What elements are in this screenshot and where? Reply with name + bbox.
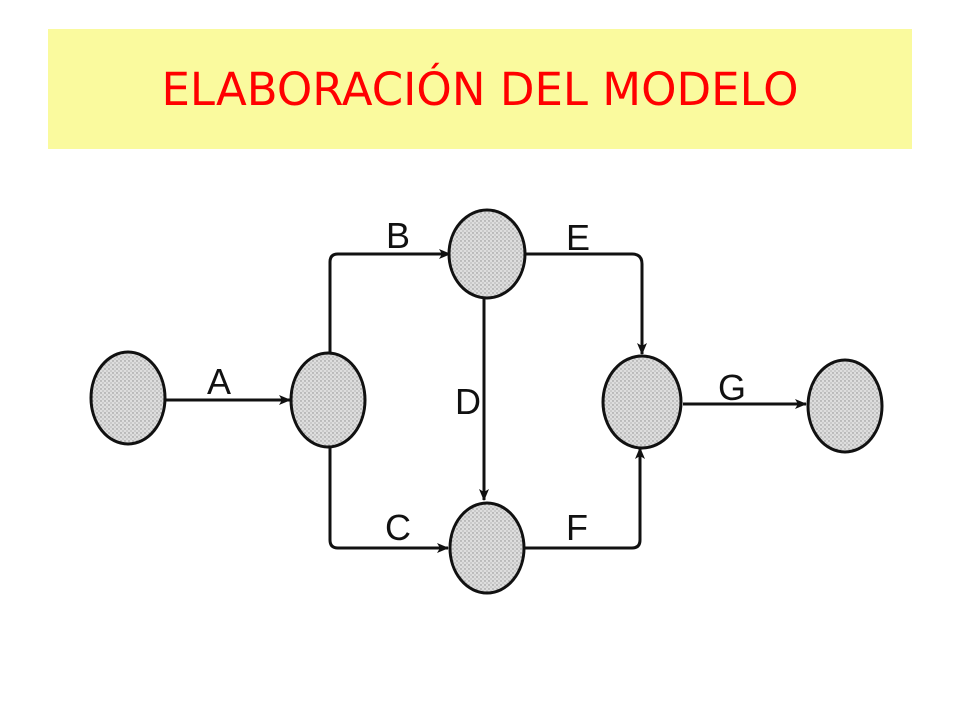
- nodes: [89, 208, 884, 595]
- edge-label-b: B: [386, 215, 410, 256]
- edge-e: [525, 252, 647, 355]
- node-4: [448, 501, 526, 595]
- node-1: [89, 350, 167, 446]
- node-5: [601, 354, 683, 450]
- node-6: [806, 358, 884, 454]
- edge-c: [328, 448, 449, 553]
- edge-label-c: C: [385, 507, 411, 548]
- node-3: [447, 208, 527, 300]
- edge-labels: A B C D E F G: [207, 215, 746, 548]
- title-banner: ELABORACIÓN DEL MODELO: [48, 29, 912, 149]
- slide-title: ELABORACIÓN DEL MODELO: [161, 62, 799, 116]
- edges: [166, 249, 807, 553]
- edge-f: [524, 447, 645, 550]
- edge-label-a: A: [207, 361, 231, 402]
- edge-label-f: F: [566, 507, 588, 548]
- edge-label-e: E: [566, 217, 590, 258]
- edge-b: [328, 249, 451, 352]
- node-2: [289, 351, 367, 449]
- edge-label-d: D: [455, 381, 481, 422]
- edge-label-g: G: [718, 367, 746, 408]
